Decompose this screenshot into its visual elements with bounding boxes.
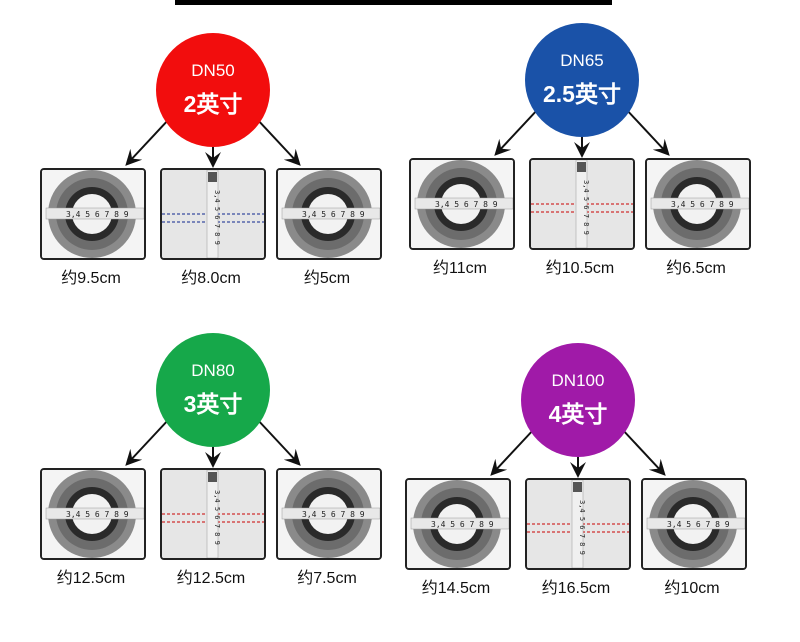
svg-text:3,4 5 6 7 8 9: 3,4 5 6 7 8 9 [435, 200, 498, 209]
hose-measure-photo: 3,4 5 6 7 8 9 [529, 158, 635, 250]
dn-label: DN65 [560, 51, 604, 70]
ring-measure-photo: 3,4 5 6 7 8 9 [40, 468, 146, 560]
measurement-label: 约7.5cm [297, 570, 357, 587]
svg-text:3,4 5 6 7 8 9: 3,4 5 6 7 8 9 [667, 520, 730, 529]
measurement-label: 约14.5cm [421, 580, 491, 597]
size-group-dn80: DN80 3英寸 3,4 5 6 7 8 9 约12.5cm 3,4 5 6 7 8… [40, 300, 385, 600]
arrows [494, 107, 670, 158]
arrows [490, 427, 666, 478]
inch-label: 2英寸 [183, 91, 243, 117]
measurement-label: 约16.5cm [541, 580, 611, 597]
arrows [125, 417, 301, 468]
size-badge: DN80 3英寸 [156, 333, 270, 447]
ring-measure-photo: 3,4 5 6 7 8 9 [40, 168, 146, 260]
dn-label: DN80 [191, 361, 235, 380]
svg-text:3,4 5 6 7 8 9: 3,4 5 6 7 8 9 [66, 510, 129, 519]
ring-measure-photo: 3,4 5 6 7 8 9 [641, 478, 747, 570]
svg-text:3,4 5 6 7 8 9: 3,4 5 6 7 8 9 [671, 200, 734, 209]
measurement-label: 约10.5cm [545, 260, 615, 277]
ring-measure-photo: 3,4 5 6 7 8 9 [645, 158, 751, 250]
measurement-label: 约12.5cm [176, 570, 246, 587]
hose-measure-photo: 3,4 5 6 7 8 9 [160, 168, 266, 260]
size-badge: DN65 2.5英寸 [525, 23, 639, 137]
measurement-label: 约5cm [303, 270, 351, 287]
size-group-dn100: DN100 4英寸 3,4 5 6 7 8 9 约14.5cm 3,4 5 6 7 … [405, 310, 750, 610]
ring-measure-photo: 3,4 5 6 7 8 9 [409, 158, 515, 250]
inch-label: 2.5英寸 [543, 81, 621, 107]
inch-label: 4英寸 [548, 401, 608, 427]
measurement-label: 约12.5cm [56, 570, 126, 587]
top-bar [175, 0, 612, 5]
hose-measure-photo: 3,4 5 6 7 8 9 [525, 478, 631, 570]
measurement-label: 约6.5cm [666, 260, 726, 277]
arrows [125, 117, 301, 168]
measurement-label: 约10cm [664, 580, 720, 597]
ring-measure-photo: 3,4 5 6 7 8 9 [405, 478, 511, 570]
size-badge: DN50 2英寸 [156, 33, 270, 147]
measurement-label: 约11cm [433, 260, 487, 277]
svg-text:3,4 5 6 7 8 9: 3,4 5 6 7 8 9 [582, 180, 590, 235]
svg-text:3,4 5 6 7 8 9: 3,4 5 6 7 8 9 [431, 520, 494, 529]
measurement-label: 约9.5cm [61, 270, 121, 287]
hose-measure-photo: 3,4 5 6 7 8 9 [160, 468, 266, 560]
svg-text:3,4 5 6 7 8 9: 3,4 5 6 7 8 9 [66, 210, 129, 219]
dn-label: DN50 [191, 61, 235, 80]
svg-text:3,4 5 6 7 8 9: 3,4 5 6 7 8 9 [213, 490, 221, 545]
dn-label: DN100 [551, 371, 605, 390]
svg-text:3,4 5 6 7 8 9: 3,4 5 6 7 8 9 [302, 210, 365, 219]
svg-text:3,4 5 6 7 8 9: 3,4 5 6 7 8 9 [213, 190, 221, 245]
inch-label: 3英寸 [183, 391, 243, 417]
size-group-dn65: DN65 2.5英寸 3,4 5 6 7 8 9 约11cm 3,4 5 6 7 8… [409, 0, 754, 290]
size-group-dn50: DN50 2英寸 3,4 5 6 7 8 9 约9.5cm 3,4 5 6 7 8 … [40, 0, 385, 300]
ring-measure-photo: 3,4 5 6 7 8 9 [276, 168, 382, 260]
measurement-label: 约8.0cm [181, 270, 241, 287]
svg-text:3,4 5 6 7 8 9: 3,4 5 6 7 8 9 [302, 510, 365, 519]
size-badge: DN100 4英寸 [521, 343, 635, 457]
ring-measure-photo: 3,4 5 6 7 8 9 [276, 468, 382, 560]
svg-text:3,4 5 6 7 8 9: 3,4 5 6 7 8 9 [578, 500, 586, 555]
